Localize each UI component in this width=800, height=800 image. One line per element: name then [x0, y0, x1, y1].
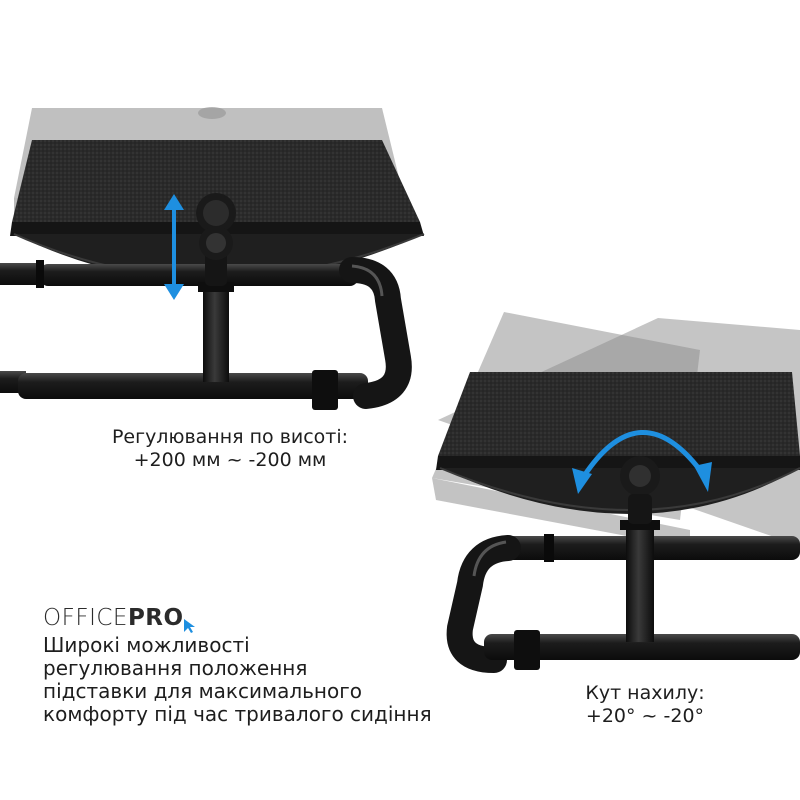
description-line-2: регулювання положення — [43, 656, 308, 680]
description-line-4: комфорту під час тривалого сидіння — [43, 702, 432, 726]
brand-logo: OFFICE PRO — [43, 604, 198, 633]
logo-office-text: OFFICE — [43, 605, 128, 631]
tilt-adjustment-range: +20° ~ -20° — [585, 705, 705, 727]
height-adjustment-range: +200 мм ~ -200 мм — [133, 449, 327, 471]
logo-pro-label: PRO — [127, 605, 184, 631]
cursor-arrow-icon — [182, 614, 198, 633]
tilt-adjustment-label: Кут нахилу: — [585, 682, 705, 704]
vertical-double-arrow-icon — [164, 194, 184, 300]
logo-pro-text: PRO — [127, 605, 198, 633]
description-line-3: підставки для максимального — [43, 679, 362, 703]
tilt-adjustment-caption: Кут нахилу: +20° ~ -20° — [520, 682, 770, 728]
footrest-height-view — [0, 107, 425, 410]
curved-double-arrow-icon — [572, 430, 712, 494]
product-description: Широкі можливості регулювання положення … — [43, 634, 463, 726]
description-line-1: Широкі можливості — [43, 633, 250, 657]
height-adjustment-label: Регулювання по висоті: — [111, 426, 349, 448]
height-adjustment-caption: Регулювання по висоті: +200 мм ~ -200 мм — [30, 426, 430, 472]
footrest-tilt-view — [432, 312, 800, 673]
